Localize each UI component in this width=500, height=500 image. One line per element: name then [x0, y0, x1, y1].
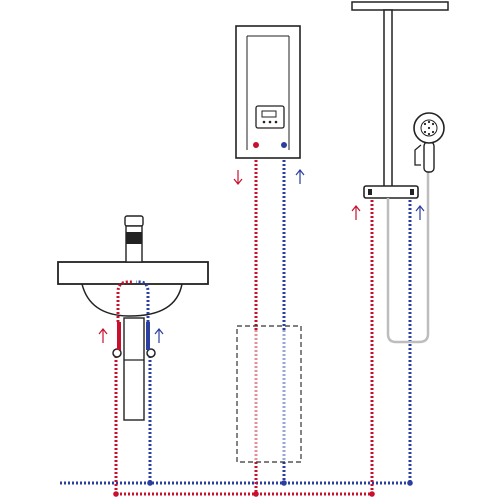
concealed-section-box [236, 325, 302, 463]
hot-junction-sink [113, 491, 119, 497]
pipe-network [60, 148, 412, 496]
drain-pipe [123, 317, 145, 421]
flow-arrow-up-icon [351, 205, 361, 220]
hot-junction-shower [369, 491, 375, 497]
shower-column-icon [351, 1, 449, 344]
flow-arrows [98, 169, 425, 343]
flow-arrow-up-icon [98, 328, 108, 343]
flow-arrow-up-icon [154, 328, 164, 343]
shower-hose [386, 172, 430, 344]
flow-arrow-up-icon [295, 169, 305, 184]
hot-junction-heater [253, 491, 259, 497]
hot-angle-valve [112, 348, 122, 358]
flow-arrow-down-icon [233, 170, 243, 185]
cold-angle-valve [146, 348, 156, 358]
cold-junction-shower [407, 480, 413, 486]
flow-arrow-up-icon [415, 205, 425, 220]
cold-junction-heater [281, 480, 287, 486]
heater-hot-port [253, 142, 259, 148]
cold-junction-sink [147, 480, 153, 486]
heater-cold-port [281, 142, 287, 148]
washbasin-icon [57, 215, 209, 421]
water-heater-icon [235, 25, 301, 159]
hand-shower-head [413, 112, 445, 173]
